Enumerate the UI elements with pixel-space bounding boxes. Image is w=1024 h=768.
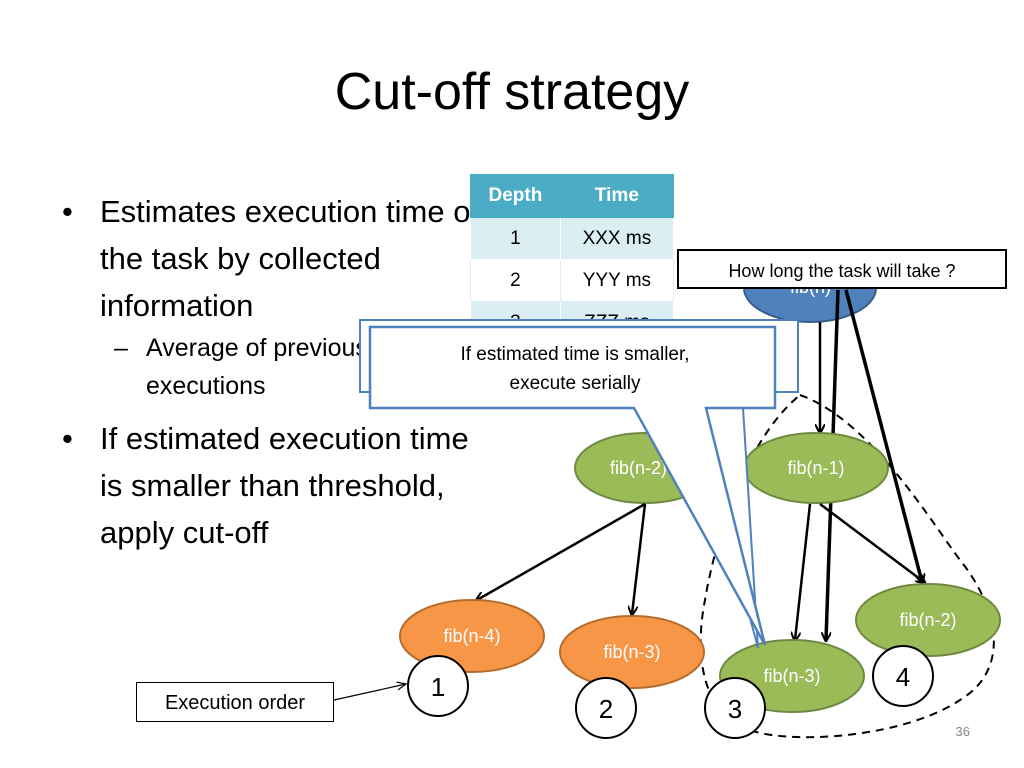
- sub-bullet-item: Average of previous executions: [62, 329, 482, 405]
- order-circle-1: [407, 655, 469, 717]
- speech-callout-text: If estimated time is smaller, execute se…: [380, 340, 770, 398]
- node-fib-n3-orange: [559, 615, 705, 689]
- table-cell: 1: [470, 217, 561, 260]
- order-label-2: 2: [599, 694, 613, 724]
- edge: [477, 502, 646, 600]
- bullet-list: Estimates execution time of the task by …: [62, 188, 482, 556]
- slide-title: Cut-off strategy: [334, 63, 690, 121]
- table-header-depth: Depth: [470, 174, 561, 218]
- order-label-1: 1: [431, 672, 445, 702]
- node-fib-n3-orange-label: fib(n-3): [603, 642, 660, 662]
- table-header-time: Time: [559, 174, 675, 218]
- cutoff-region-dashed: [699, 393, 995, 739]
- table-cell: YYY ms: [559, 259, 675, 302]
- table-row: 1 XXX ms: [470, 217, 675, 260]
- node-right-top-label: fib(n-1): [787, 458, 844, 478]
- speech-line-1: If estimated time is smaller,: [460, 344, 690, 365]
- node-fib-n4: [399, 599, 545, 673]
- bullet-item: Estimates execution time of the task by …: [62, 188, 482, 329]
- bullet-item: If estimated execution time is smaller t…: [62, 415, 482, 556]
- order-label-4: 4: [896, 662, 910, 692]
- page-number: 36: [955, 724, 970, 739]
- edge: [819, 503, 924, 582]
- execution-order-label: Execution order: [136, 682, 334, 722]
- how-long-callout: How long the task will take ?: [677, 249, 1007, 289]
- node-fib-n4-label: fib(n-4): [443, 626, 500, 646]
- table-row: 2 YYY ms: [470, 259, 675, 302]
- order-circle-2: [575, 677, 637, 739]
- edge: [632, 503, 647, 614]
- node-fib-n3-green-label: fib(n-3): [763, 666, 820, 686]
- speech-line-2: execute serially: [509, 373, 641, 394]
- speech-callout-front: [368, 325, 777, 646]
- table-cell: 2: [470, 259, 561, 302]
- execution-order-arrow: [333, 684, 406, 701]
- node-fib-n2-green-label: fib(n-2): [899, 610, 956, 630]
- order-label-3: 3: [728, 694, 742, 724]
- edge: [795, 503, 812, 640]
- node-fib-n2-green: [855, 583, 1001, 657]
- table-cell: XXX ms: [559, 217, 675, 260]
- node-left-top-label: fib(n-2): [610, 458, 667, 478]
- order-circle-3: [704, 677, 766, 739]
- edge: [844, 289, 922, 582]
- order-circle-4: [872, 645, 934, 707]
